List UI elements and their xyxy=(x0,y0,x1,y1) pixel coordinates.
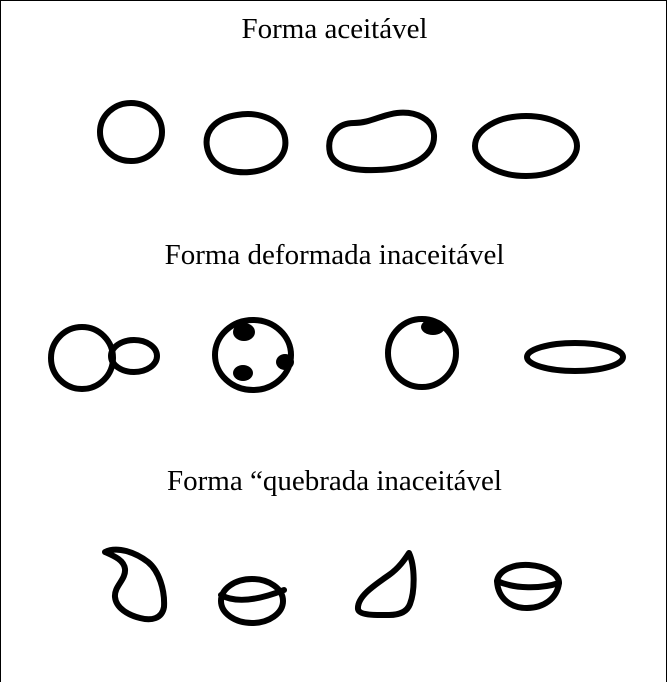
deformed-shape-flat-oval xyxy=(527,343,623,371)
acceptable-shape-oval-small xyxy=(207,114,286,172)
acceptable-shape-oval-large xyxy=(475,116,577,176)
deformed-shape-spotted-circle xyxy=(215,320,294,390)
deformed-shape-capped-circle xyxy=(388,319,456,387)
deformed-shapes-row xyxy=(51,319,623,390)
broken-shapes-row xyxy=(105,550,559,623)
acceptable-shape-round xyxy=(100,103,162,161)
acceptable-shape-bean xyxy=(329,113,434,170)
acceptable-shapes-row xyxy=(100,103,577,176)
broken-shape-triangular-fragment xyxy=(358,553,414,615)
deformed-shape-double-ring xyxy=(51,327,157,389)
broken-shape-split-oval xyxy=(221,579,284,623)
broken-shape-bowl xyxy=(497,565,559,608)
broken-shape-crescent xyxy=(105,550,164,620)
